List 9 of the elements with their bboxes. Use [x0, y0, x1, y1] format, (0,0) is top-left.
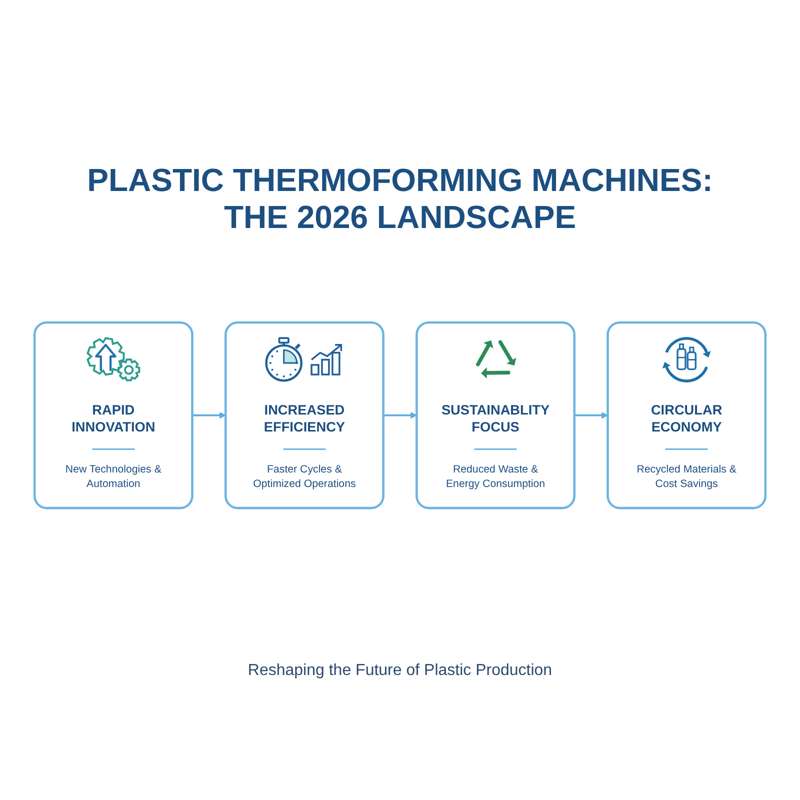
arrow	[574, 412, 608, 419]
node-box: SUSTAINABLITY FOCUS Reduced Waste & Energy Consumption	[416, 321, 576, 510]
arrow	[192, 412, 226, 419]
node-box: INCREASED EFFICIENCY Faster Cycles & Optimized Operations	[224, 321, 384, 510]
arrow	[383, 412, 417, 419]
node-box: CIRCULAR ECONOMY Recycled Materials & Cost Savings	[606, 321, 767, 510]
node-box: RAPID INNOVATION New Technologies & Automation	[33, 321, 194, 510]
title: PLASTIC THERMOFORMING MACHINES: THE 2026 LANDSCAPE	[86, 162, 714, 236]
caption: Reshaping the Future of Plastic Production	[246, 662, 554, 680]
